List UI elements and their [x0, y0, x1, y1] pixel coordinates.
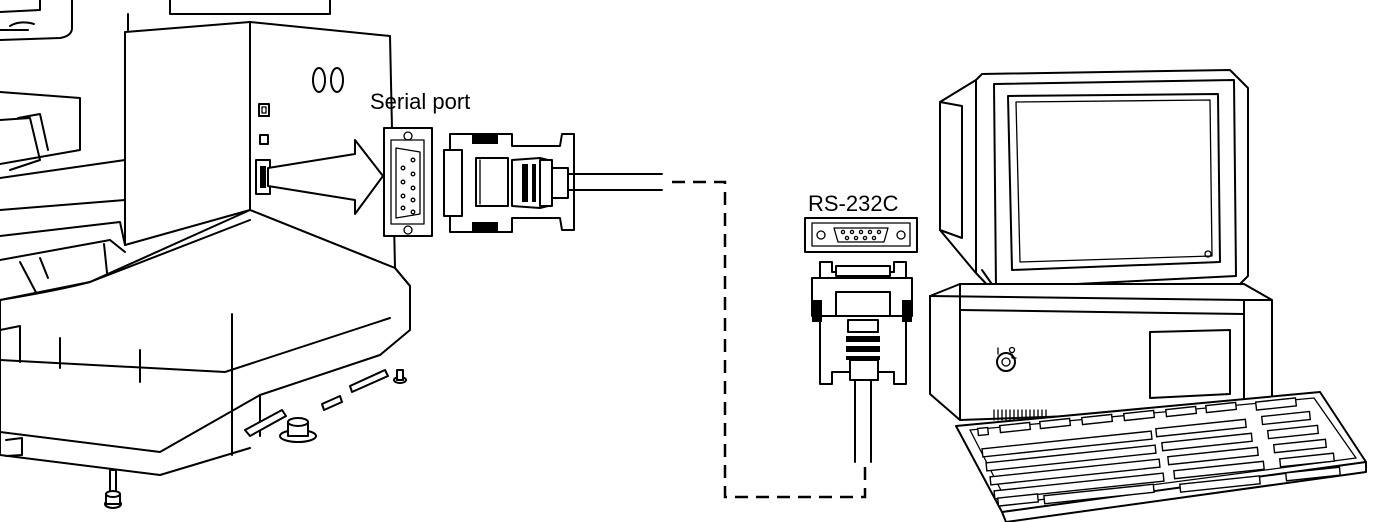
db9-port-icon [384, 128, 432, 236]
rs232c-port-icon [805, 218, 917, 252]
desktop-computer-illustration [930, 70, 1366, 522]
cable-plug-computer [812, 262, 912, 462]
rs232c-label: RS-232C [808, 191, 899, 216]
cable-plug-machine [444, 134, 662, 232]
machine-illustration [0, 0, 410, 508]
serial-port-label: Serial port [370, 89, 470, 114]
